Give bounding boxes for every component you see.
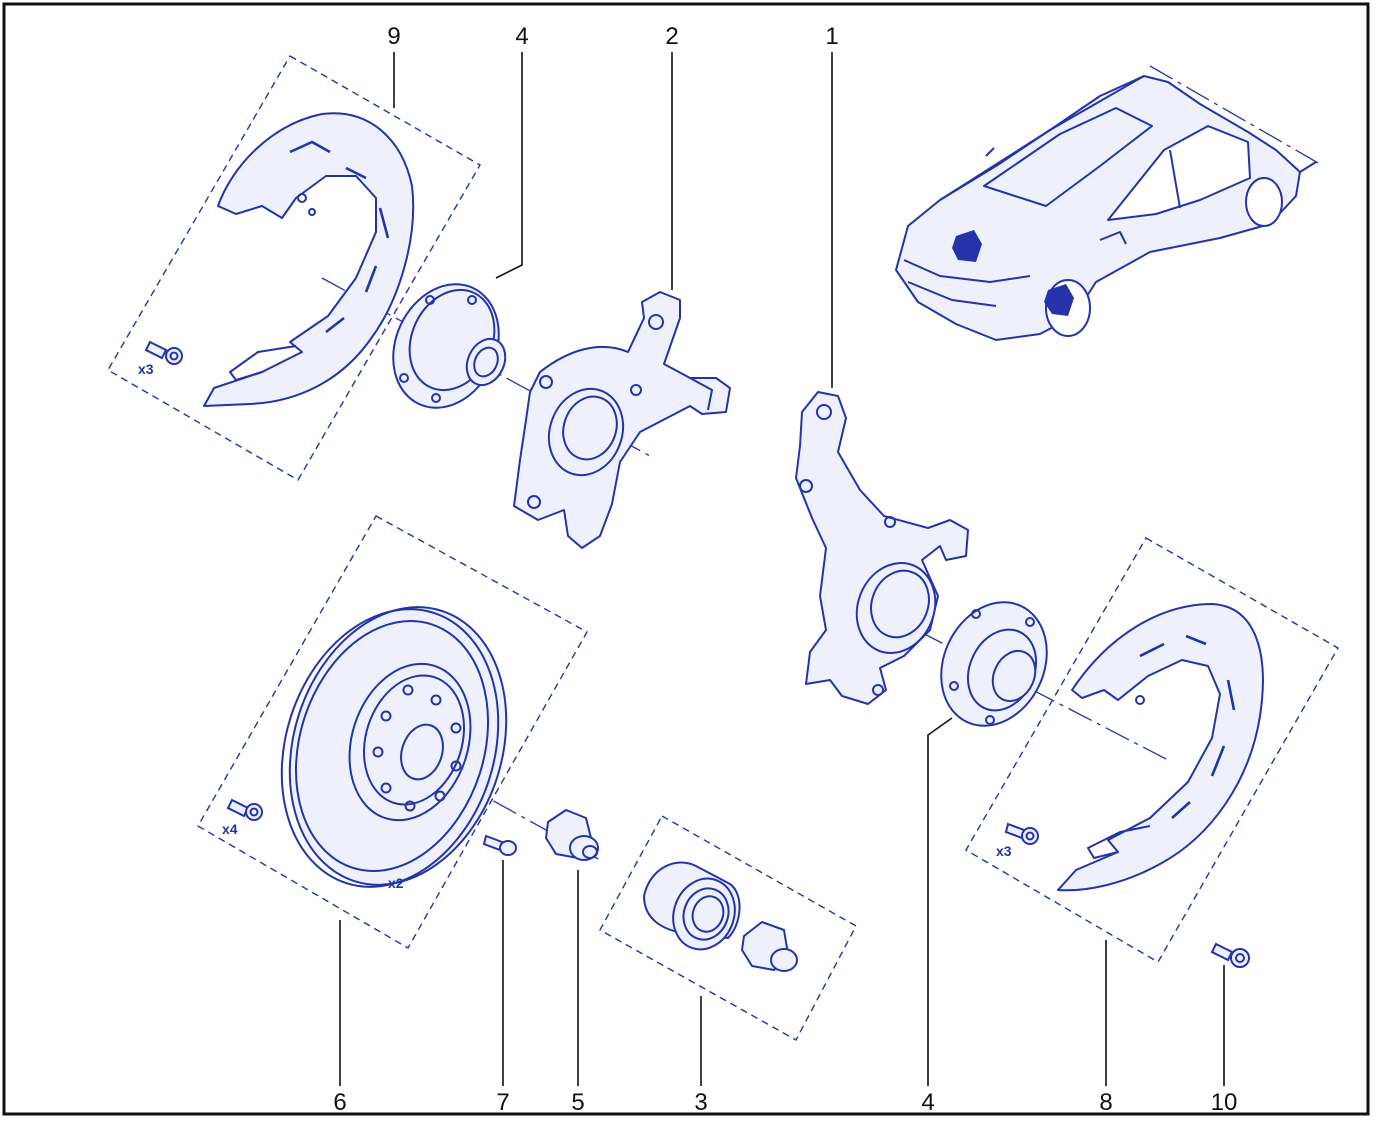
bolt-9 bbox=[144, 340, 183, 365]
backing-plate-left bbox=[203, 112, 415, 407]
callout-9-top: 9 bbox=[387, 23, 400, 50]
callout-6-bottom: 6 bbox=[333, 1089, 346, 1116]
callout-3-bottom: 3 bbox=[694, 1089, 707, 1116]
screw-7 bbox=[482, 834, 517, 856]
kit-box-3 bbox=[599, 815, 857, 1041]
callout-5-bottom: 5 bbox=[571, 1089, 584, 1116]
kit-box-8 bbox=[965, 537, 1339, 963]
wheel-hub-left bbox=[392, 283, 507, 409]
steering-knuckle-left bbox=[513, 291, 731, 549]
qty-label-bolt-6: x4 bbox=[222, 821, 238, 837]
callout-1-top: 1 bbox=[825, 23, 838, 50]
steering-knuckle-right bbox=[795, 391, 969, 705]
qty-label-bolt-9: x3 bbox=[138, 361, 154, 377]
hub-nut-3 bbox=[741, 921, 798, 972]
hub-nut-5 bbox=[545, 809, 599, 861]
bolt-6 bbox=[226, 798, 263, 821]
callout-10-bottom: 10 bbox=[1211, 1089, 1238, 1116]
backing-plate-right bbox=[1057, 603, 1264, 892]
leader-lines bbox=[339, 52, 1225, 1086]
wheel-bearing-3 bbox=[643, 861, 741, 951]
vehicle-hub-markers bbox=[952, 230, 1074, 316]
vehicle-illustration bbox=[895, 75, 1317, 341]
callout-4-top: 4 bbox=[515, 23, 528, 50]
bolt-10 bbox=[1210, 942, 1250, 968]
axis-line-car bbox=[1149, 65, 1321, 165]
bolt-8 bbox=[1004, 822, 1039, 845]
wheel-hub-right bbox=[940, 601, 1048, 727]
callout-4-bottom: 4 bbox=[921, 1089, 934, 1116]
callout-7-bottom: 7 bbox=[496, 1089, 509, 1116]
brake-disc bbox=[280, 606, 508, 888]
kit-box-9 bbox=[107, 55, 481, 481]
callout-8-bottom: 8 bbox=[1099, 1089, 1112, 1116]
callout-2-top: 2 bbox=[665, 23, 678, 50]
qty-label-disc: x2 bbox=[388, 875, 404, 891]
diagram-border bbox=[2, 2, 1370, 1116]
qty-label-bolt-8: x3 bbox=[996, 843, 1012, 859]
kit-box-6 bbox=[197, 515, 588, 949]
